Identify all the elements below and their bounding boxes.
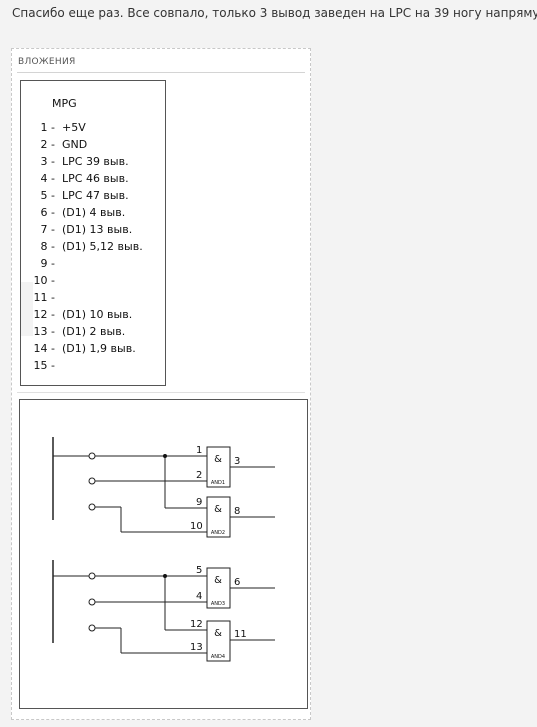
pin-value: (D1) 4 выв. <box>62 206 126 219</box>
pin-number: 13 - <box>33 325 55 338</box>
pin-row: 7 - (D1) 13 выв. <box>21 223 167 240</box>
pin-number: 12 - <box>33 308 55 321</box>
pin-row: 10 - <box>21 274 167 291</box>
pinout-list: 1 - +5V 2 - GND 3 - LPC 39 выв. 4 - LPC 46 выв.… <box>21 121 167 376</box>
gate-and4-symbol: & <box>214 628 222 639</box>
gate-and2-symbol: & <box>214 504 222 515</box>
pin-value: (D1) 13 выв. <box>62 223 133 236</box>
pin-number: 1 - <box>40 121 55 134</box>
pinout-image[interactable]: MPG 1 - +5V 2 - GND 3 - LPC 39 выв. 4 - LPC 46 … <box>20 80 166 386</box>
pin-row: 15 - <box>21 359 167 376</box>
pin-row: 13 - (D1) 2 выв. <box>21 325 167 342</box>
pin-number: 3 - <box>40 155 55 168</box>
post-message: Спасибо еще раз. Все совпало, только 3 в… <box>12 6 537 20</box>
gate-and3-out: 6 <box>234 577 240 588</box>
gate-and4-in-b: 13 <box>190 642 203 653</box>
pin-number: 15 - <box>33 359 55 372</box>
pin-value: LPC 47 выв. <box>62 189 129 202</box>
pin-row: 1 - +5V <box>21 121 167 138</box>
pin-number: 2 - <box>40 138 55 151</box>
pin-number: 11 - <box>33 291 55 304</box>
gate-and1-label: AND1 <box>211 480 225 486</box>
pin-number: 6 - <box>40 206 55 219</box>
pin-row: 11 - <box>21 291 167 308</box>
pin-row: 8 - (D1) 5,12 выв. <box>21 240 167 257</box>
pin-value: +5V <box>62 121 86 134</box>
pin-row: 6 - (D1) 4 выв. <box>21 206 167 223</box>
gate-and3-in-b: 4 <box>196 591 202 602</box>
gate-and1-in-b: 2 <box>196 470 202 481</box>
pin-number: 5 - <box>40 189 55 202</box>
pin-value: (D1) 10 выв. <box>62 308 133 321</box>
pin-row: 4 - LPC 46 выв. <box>21 172 167 189</box>
pin-value: (D1) 5,12 выв. <box>62 240 143 253</box>
attachments-divider-2 <box>17 392 305 393</box>
gate-and4-in-a: 12 <box>190 619 203 630</box>
gate-and3-symbol: & <box>214 575 222 586</box>
pin-row: 5 - LPC 47 выв. <box>21 189 167 206</box>
pin-number: 7 - <box>40 223 55 236</box>
pin-value: LPC 46 выв. <box>62 172 129 185</box>
attachments-header: ВЛОЖЕНИЯ <box>18 57 76 67</box>
attachments-divider <box>17 72 305 73</box>
schematic-image[interactable]: & AND1 1 2 3 & AND2 9 10 8 & AND3 5 4 6 … <box>19 399 308 709</box>
gate-and2-in-b: 10 <box>190 521 203 532</box>
pinout-title: MPG <box>52 97 77 110</box>
attachments-panel: ВЛОЖЕНИЯ MPG 1 - +5V 2 - GND 3 - LPC 39 выв. 4… <box>11 48 311 720</box>
pin-row: 2 - GND <box>21 138 167 155</box>
image-seam <box>21 282 33 336</box>
gate-and3-in-a: 5 <box>196 565 202 576</box>
gate-and4-label: AND4 <box>211 654 225 660</box>
pin-number: 14 - <box>33 342 55 355</box>
pin-row: 14 - (D1) 1,9 выв. <box>21 342 167 359</box>
gate-and1-in-a: 1 <box>196 445 202 456</box>
pin-row: 9 - <box>21 257 167 274</box>
gate-and4-out: 11 <box>234 629 247 640</box>
pin-row: 12 - (D1) 10 выв. <box>21 308 167 325</box>
pin-number: 4 - <box>40 172 55 185</box>
gate-and2-out: 8 <box>234 506 240 517</box>
pin-value: LPC 39 выв. <box>62 155 129 168</box>
gate-and2-label: AND2 <box>211 530 225 536</box>
gate-and3-label: AND3 <box>211 601 225 607</box>
pin-value: GND <box>62 138 88 151</box>
pin-row: 3 - LPC 39 выв. <box>21 155 167 172</box>
pin-value: (D1) 2 выв. <box>62 325 126 338</box>
gate-and1-out: 3 <box>234 456 240 467</box>
schematic-svg: & AND1 1 2 3 & AND2 9 10 8 & AND3 5 4 6 … <box>52 437 275 662</box>
pin-number: 9 - <box>40 257 55 270</box>
gate-and2-in-a: 9 <box>196 497 202 508</box>
pin-number: 10 - <box>33 274 55 287</box>
gate-and1-symbol: & <box>214 454 222 465</box>
pin-number: 8 - <box>40 240 55 253</box>
pin-value: (D1) 1,9 выв. <box>62 342 136 355</box>
